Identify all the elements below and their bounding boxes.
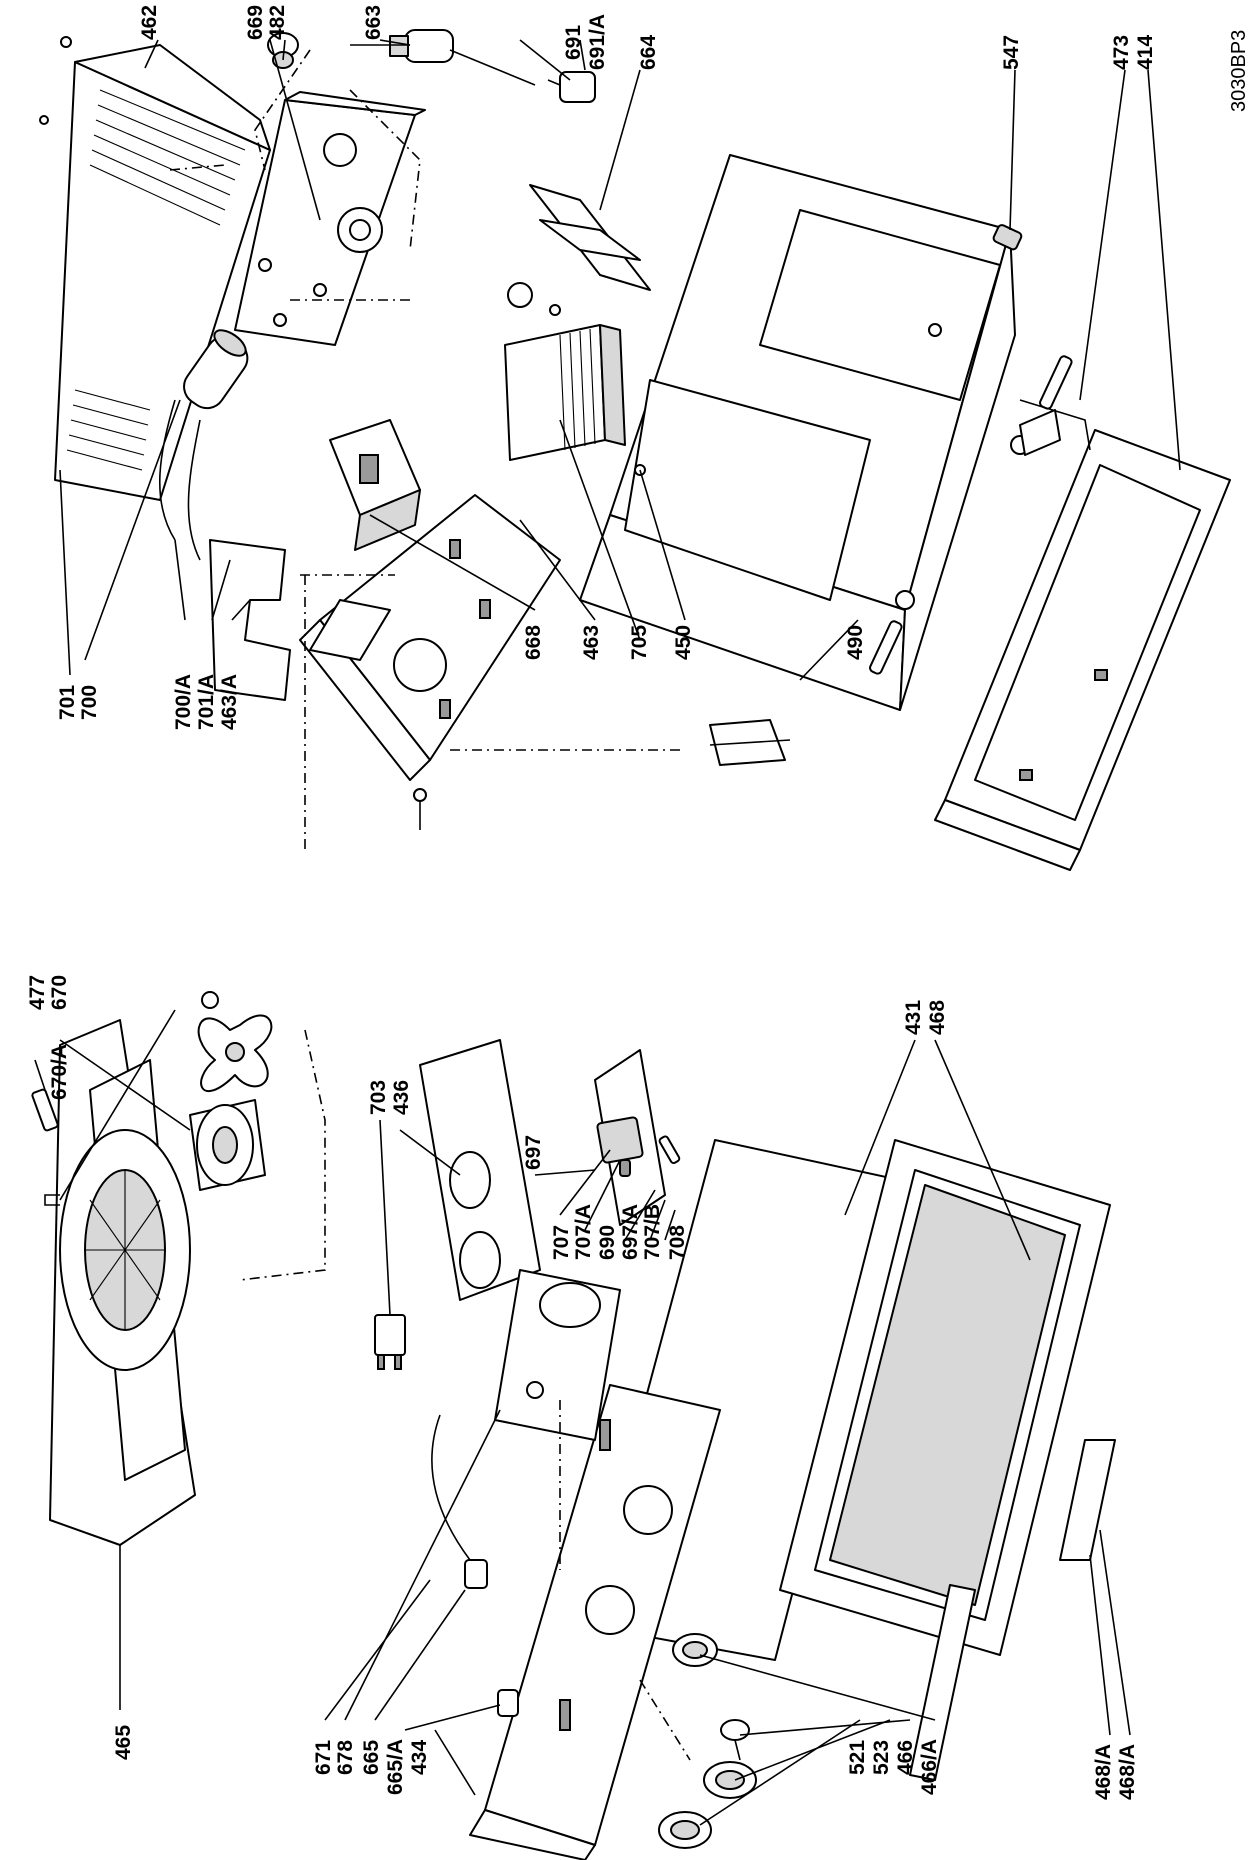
- label-664: 664: [637, 35, 660, 70]
- door-trim-468a-lower: [909, 1584, 976, 1781]
- part-labels: 462 669 482 663 691 691/A 664 547 473 41…: [26, 5, 1250, 1800]
- label-708: 708: [666, 1225, 689, 1260]
- part-547: [992, 224, 1023, 251]
- transformer-668: [329, 419, 421, 551]
- label-465: 465: [112, 1725, 135, 1760]
- knob-521: [658, 1811, 712, 1849]
- drawing-reference: 3030BP3: [1228, 30, 1250, 112]
- thermal-cutout-691: [547, 71, 596, 103]
- label-436: 436: [390, 1080, 413, 1115]
- label-700: 700: [78, 685, 101, 720]
- fan-motor-670: [189, 1099, 266, 1191]
- latch-477: [31, 1088, 59, 1132]
- label-466: 466: [894, 1740, 917, 1775]
- label-678: 678: [334, 1740, 357, 1775]
- magnetron-705: [504, 282, 626, 461]
- label-663: 663: [362, 5, 385, 40]
- switch-703: [374, 1314, 406, 1370]
- label-523: 523: [870, 1740, 893, 1775]
- label-705: 705: [628, 625, 651, 660]
- bracket-463a: [209, 539, 291, 701]
- label-691: 691: [562, 25, 585, 60]
- label-707: 707: [550, 1225, 573, 1260]
- label-701a: 701/A: [195, 674, 218, 730]
- label-697: 697: [522, 1135, 545, 1170]
- capacitor-700: [183, 329, 249, 410]
- label-468a-1: 468/A: [1092, 1744, 1115, 1800]
- label-668: 668: [522, 625, 545, 660]
- label-463: 463: [580, 625, 603, 660]
- label-490: 490: [844, 625, 867, 660]
- clip-665: [497, 1689, 519, 1717]
- control-panel-434: [469, 1384, 721, 1860]
- wiring-harness-700a: [159, 399, 201, 561]
- label-700a: 700/A: [172, 674, 195, 730]
- bracket-664: [529, 184, 651, 291]
- base-chassis-463: [299, 494, 561, 830]
- label-431: 431: [902, 1000, 925, 1035]
- hinge-490: [709, 719, 791, 766]
- label-468a-2: 468/A: [1116, 1744, 1139, 1800]
- label-450: 450: [672, 625, 695, 660]
- fan-blade-670a: [197, 991, 273, 1093]
- door-hinge-473: [1019, 399, 1091, 456]
- label-670a: 670/A: [48, 1044, 71, 1100]
- label-703: 703: [367, 1080, 390, 1115]
- outer-cover-462: [39, 36, 271, 501]
- label-466a: 466/A: [918, 1739, 941, 1795]
- label-690: 690: [596, 1225, 619, 1260]
- label-473: 473: [1110, 35, 1133, 70]
- interlock-assembly-436: [419, 1039, 541, 1301]
- knob-523: [703, 1761, 757, 1799]
- timer-motor-671: [494, 1269, 621, 1441]
- wiring-678: [431, 1414, 488, 1589]
- oven-cavity-450: [579, 154, 1016, 711]
- back-panel-assembly: [234, 91, 426, 346]
- label-697a: 697/A: [619, 1204, 642, 1260]
- label-669: 669: [244, 5, 267, 40]
- door-414: [934, 429, 1231, 871]
- small-parts-690-708: [619, 1135, 681, 1177]
- guide-lines-bottom: [239, 1029, 691, 1761]
- label-701: 701: [56, 685, 79, 720]
- label-477: 477: [26, 975, 49, 1010]
- label-670: 670: [48, 975, 71, 1010]
- door-trim-468a-upper: [1059, 1439, 1116, 1561]
- knob-466: [720, 1719, 750, 1761]
- label-547: 547: [1000, 35, 1023, 70]
- label-691a: 691/A: [586, 14, 609, 70]
- label-482: 482: [266, 5, 289, 40]
- label-665a: 665/A: [384, 1739, 407, 1795]
- guide-lines-top: [169, 44, 680, 850]
- label-707a: 707/A: [572, 1204, 595, 1260]
- label-665: 665: [360, 1740, 383, 1775]
- label-414: 414: [1134, 35, 1157, 70]
- fan-cover-465: [49, 1019, 196, 1546]
- label-521: 521: [846, 1740, 869, 1775]
- timer-board-697: [594, 1049, 666, 1226]
- label-468: 468: [926, 1000, 949, 1035]
- door-frame-468: [779, 1139, 1111, 1656]
- label-707b: 707/B: [641, 1204, 664, 1260]
- lamp-663: [389, 29, 454, 63]
- label-434: 434: [408, 1740, 431, 1775]
- label-671: 671: [312, 1740, 335, 1775]
- knob-466a: [672, 1633, 718, 1667]
- leader-lines: [34, 39, 1181, 1826]
- label-463a: 463/A: [218, 674, 241, 730]
- label-462: 462: [138, 5, 161, 40]
